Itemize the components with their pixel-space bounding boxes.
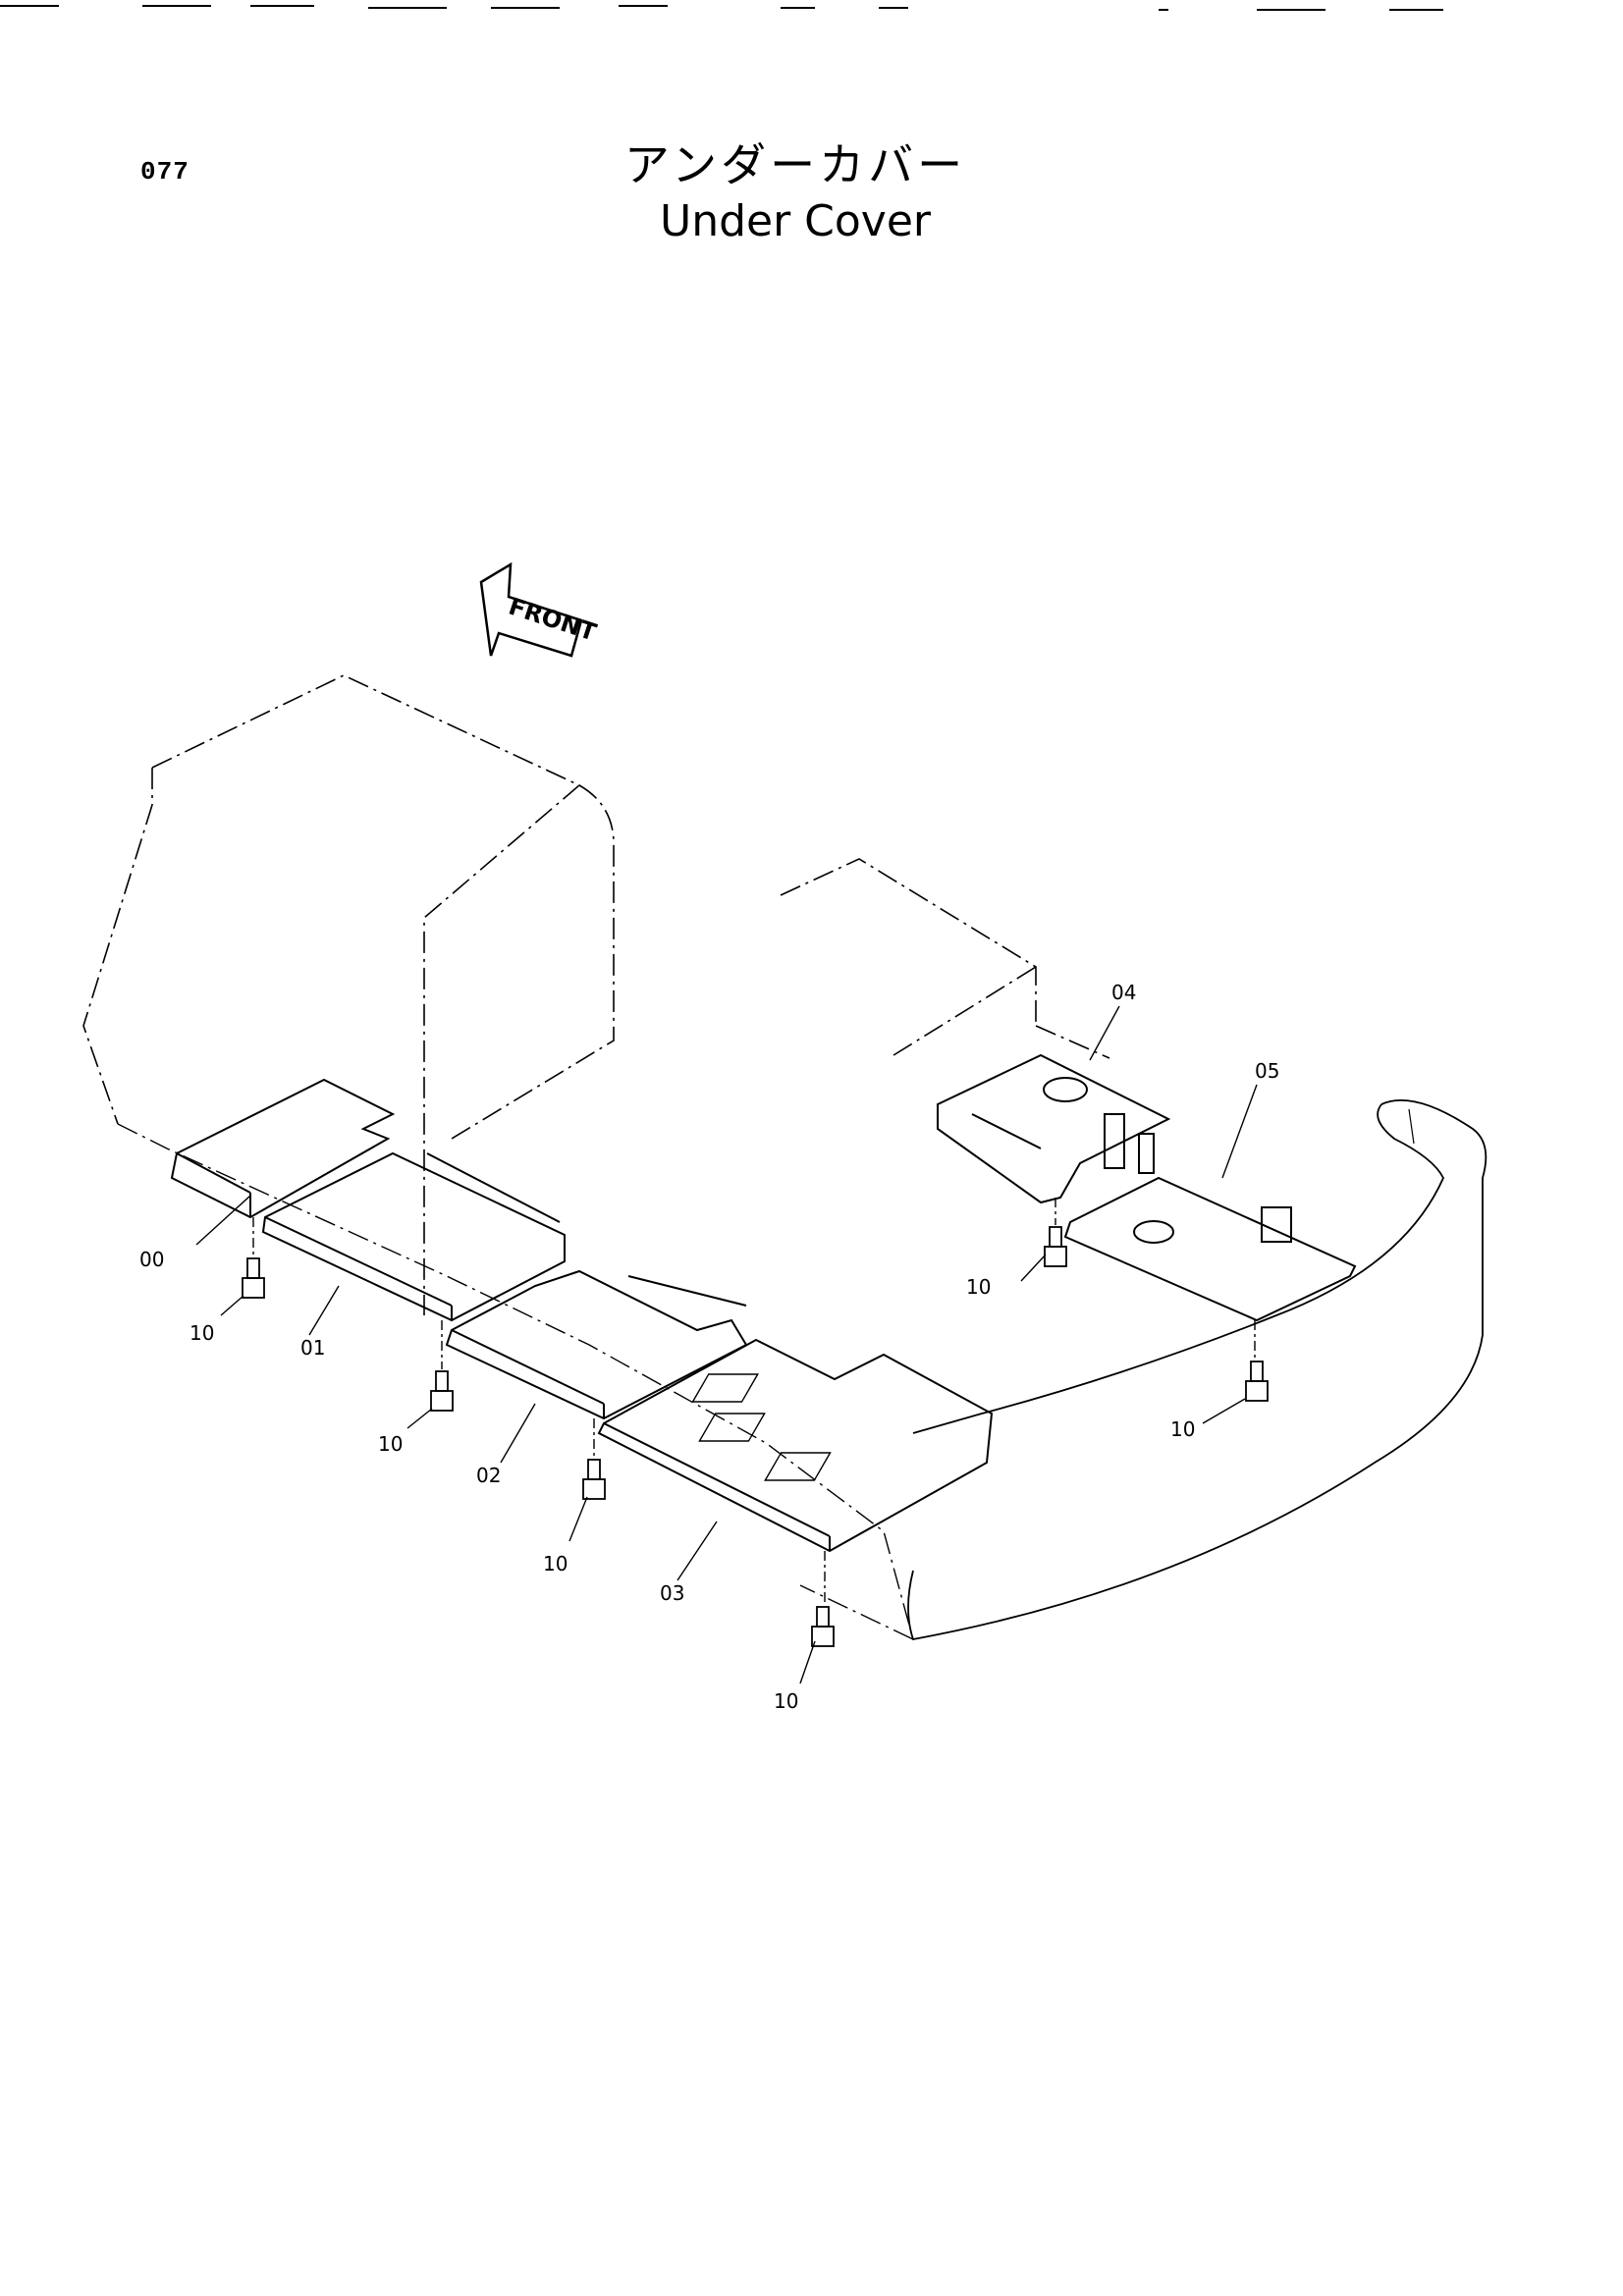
cover-04 (937, 1053, 1171, 1204)
callout-10: 10 (1170, 1417, 1195, 1441)
cover-01 (261, 1151, 566, 1322)
page-number: 077 (140, 157, 189, 187)
callout-10: 10 (378, 1432, 403, 1456)
callout-10: 10 (189, 1321, 214, 1345)
callout-05: 05 (1255, 1059, 1279, 1083)
leader-lines (195, 1005, 1258, 1684)
callout-10: 10 (966, 1275, 991, 1299)
cover-02 (445, 1269, 748, 1420)
page-title-english: Under Cover (659, 196, 931, 246)
callout-00: 00 (139, 1248, 164, 1271)
cover-00 (170, 1078, 396, 1219)
cab-outline (82, 674, 615, 1315)
engine-cover-outline (780, 858, 1110, 1059)
front-arrow: FRONT (479, 561, 600, 658)
bolt-icon (811, 1606, 835, 1647)
page-title-japanese: アンダーカバー (623, 138, 967, 191)
bolt-icon (242, 1257, 265, 1299)
callout-02: 02 (476, 1464, 501, 1487)
bolt-icon (1245, 1361, 1269, 1402)
callout-10: 10 (774, 1689, 798, 1713)
bolt-icon (582, 1459, 606, 1500)
callout-labels: 00 01 02 03 04 05 10 10 10 10 10 10 10 (139, 981, 1279, 1713)
bolt-icon (1044, 1226, 1067, 1267)
header-scan-marks (0, 0, 1623, 20)
callout-04: 04 (1111, 981, 1136, 1004)
frame-dashed-lines (117, 1123, 914, 1640)
bolt-icon (430, 1370, 454, 1412)
cover-05 (1063, 1113, 1357, 1322)
header-marks-svg (0, 5, 1443, 11)
callout-01: 01 (300, 1336, 325, 1360)
counterweight-outline (907, 1099, 1488, 1641)
callout-03: 03 (660, 1581, 684, 1605)
callout-10: 10 (543, 1552, 568, 1575)
cover-03 (597, 1338, 994, 1553)
